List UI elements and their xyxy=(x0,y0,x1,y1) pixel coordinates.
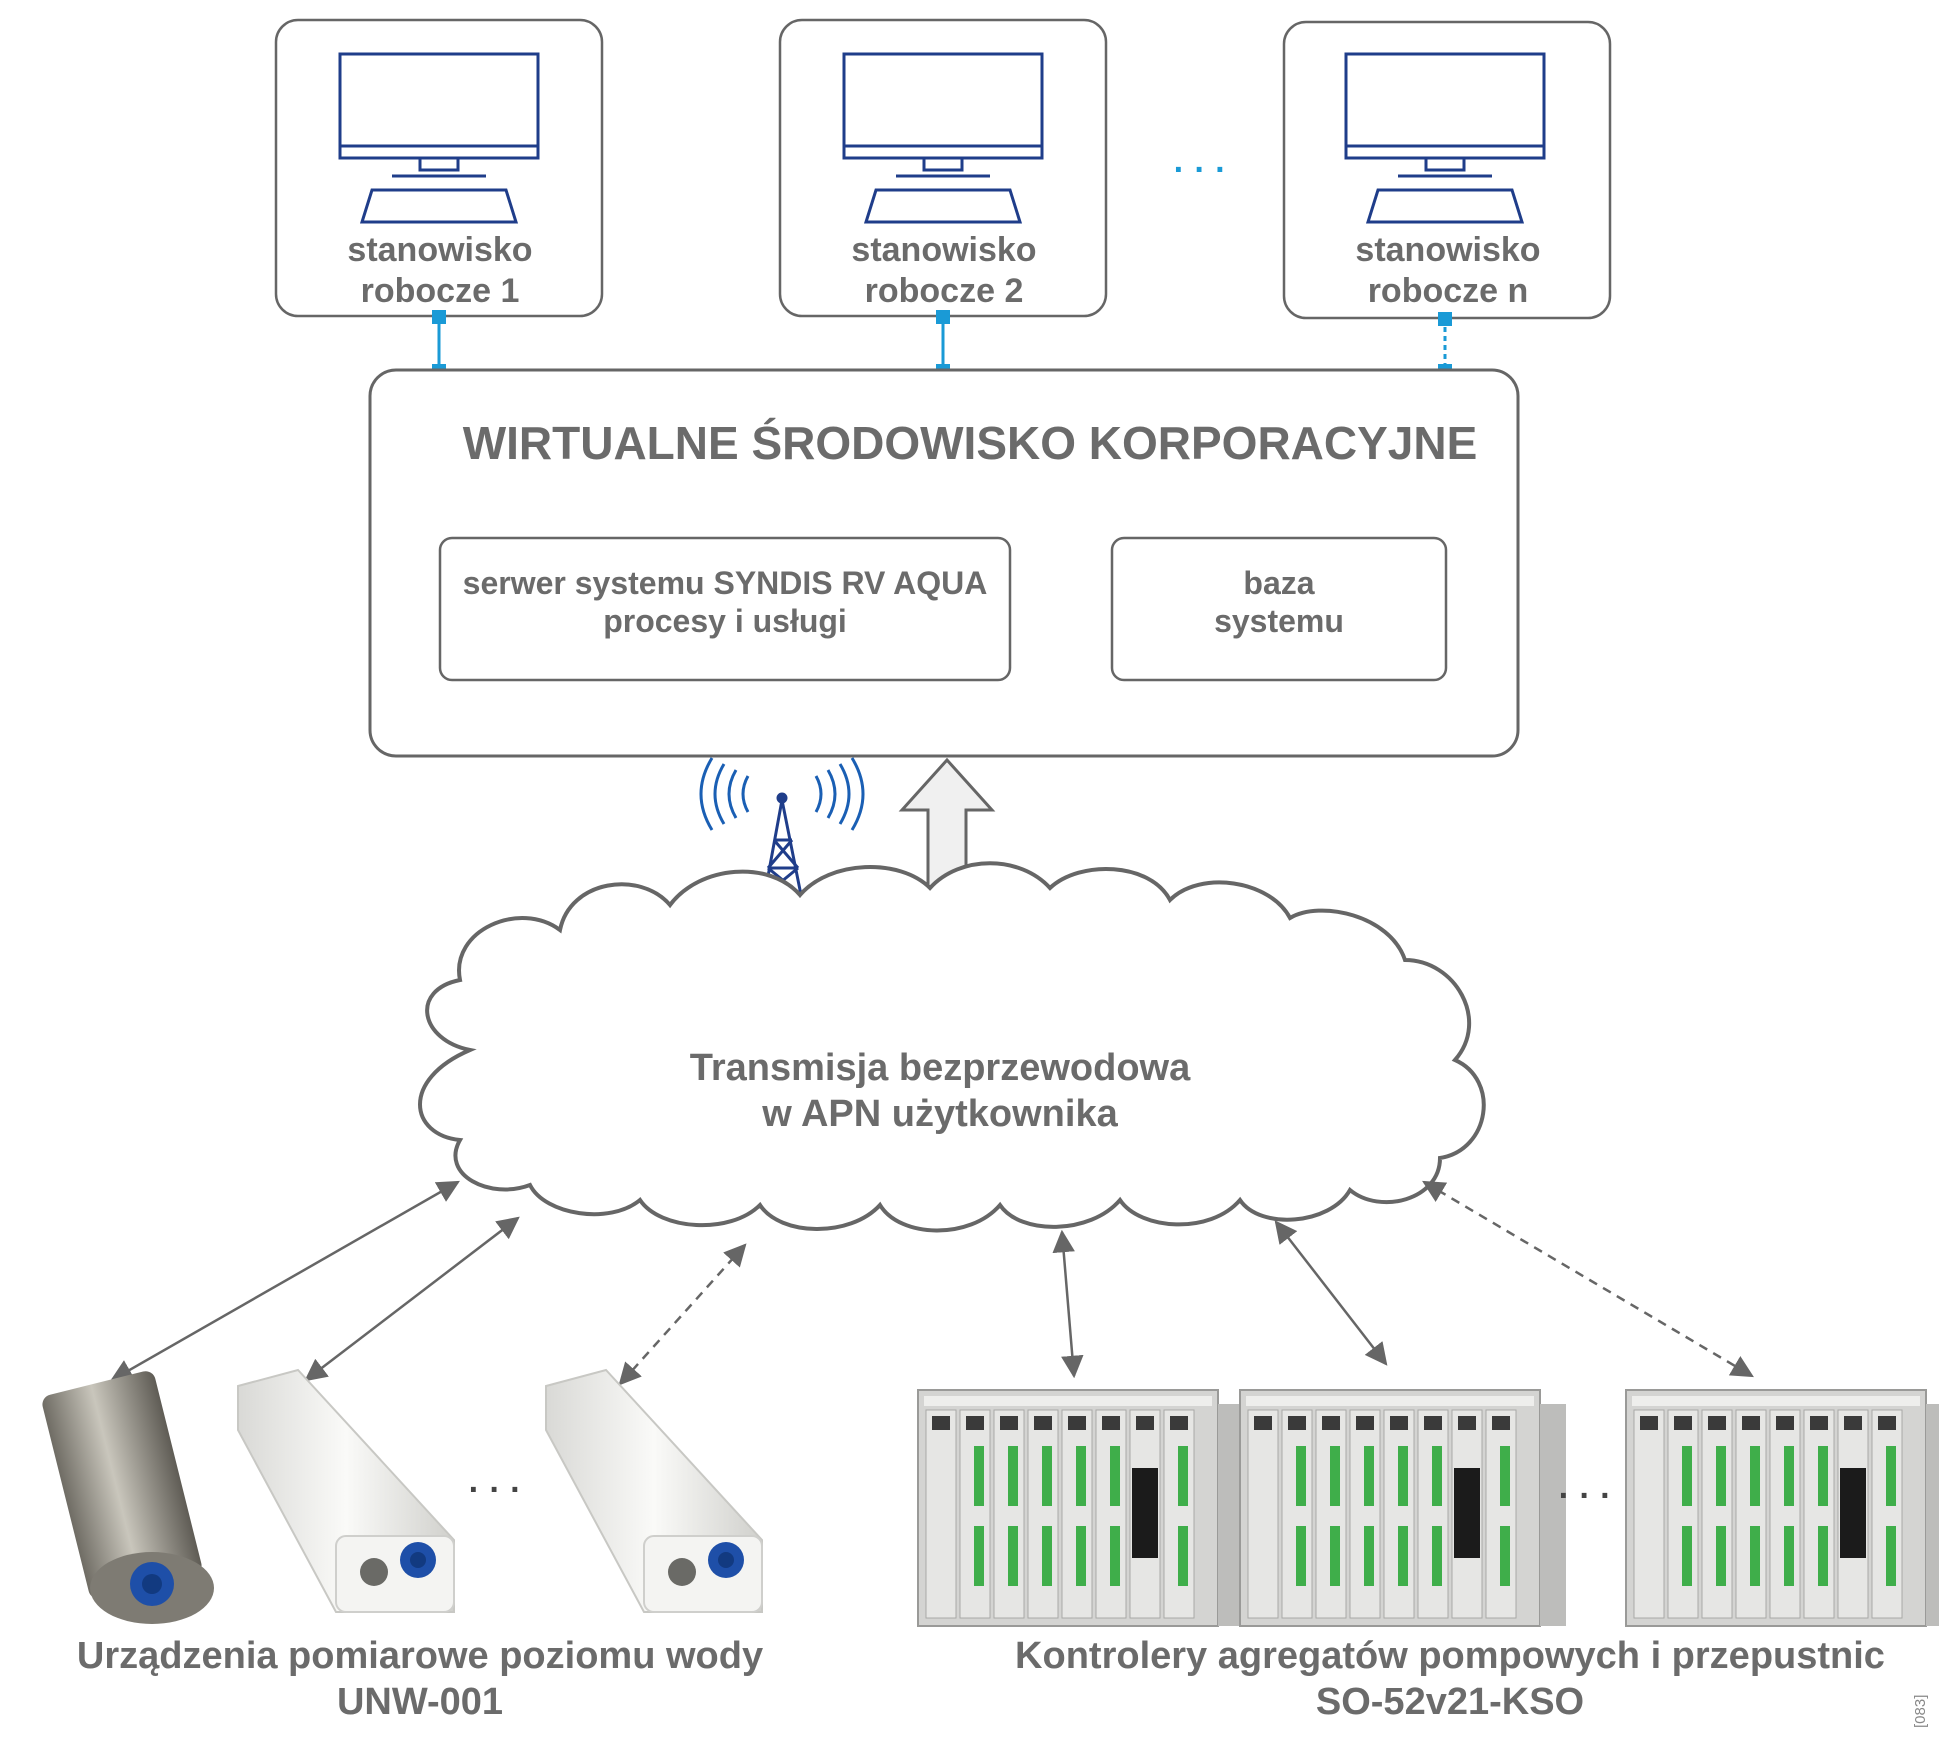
cloud-icon xyxy=(418,861,1486,1233)
controller-1 xyxy=(917,1389,1245,1627)
controller-3 xyxy=(1625,1389,1939,1627)
controllers-ellipsis: · · · xyxy=(1558,1477,1612,1515)
devices-ellipsis: · · · xyxy=(468,1471,522,1509)
figure-stamp: [083] xyxy=(1912,1694,1929,1728)
workstation-connectors xyxy=(432,310,1452,378)
workstations-ellipsis: · · · xyxy=(1173,151,1227,189)
environment-title: WIRTUALNE ŚRODOWISKO KORPORACYJNE xyxy=(462,417,1478,469)
database-box xyxy=(1110,536,1448,682)
controller-2 xyxy=(1239,1389,1567,1627)
device-unw-white-1 xyxy=(237,1368,455,1613)
server-box xyxy=(438,536,1012,682)
virtual-environment-box xyxy=(368,368,1520,758)
wireless-links xyxy=(110,1180,1754,1386)
controllers-caption: Kontrolery agregatów pompowych i przepus… xyxy=(1015,1635,1885,1723)
device-unw-steel xyxy=(42,1371,214,1624)
device-unw-white-2 xyxy=(545,1368,763,1613)
